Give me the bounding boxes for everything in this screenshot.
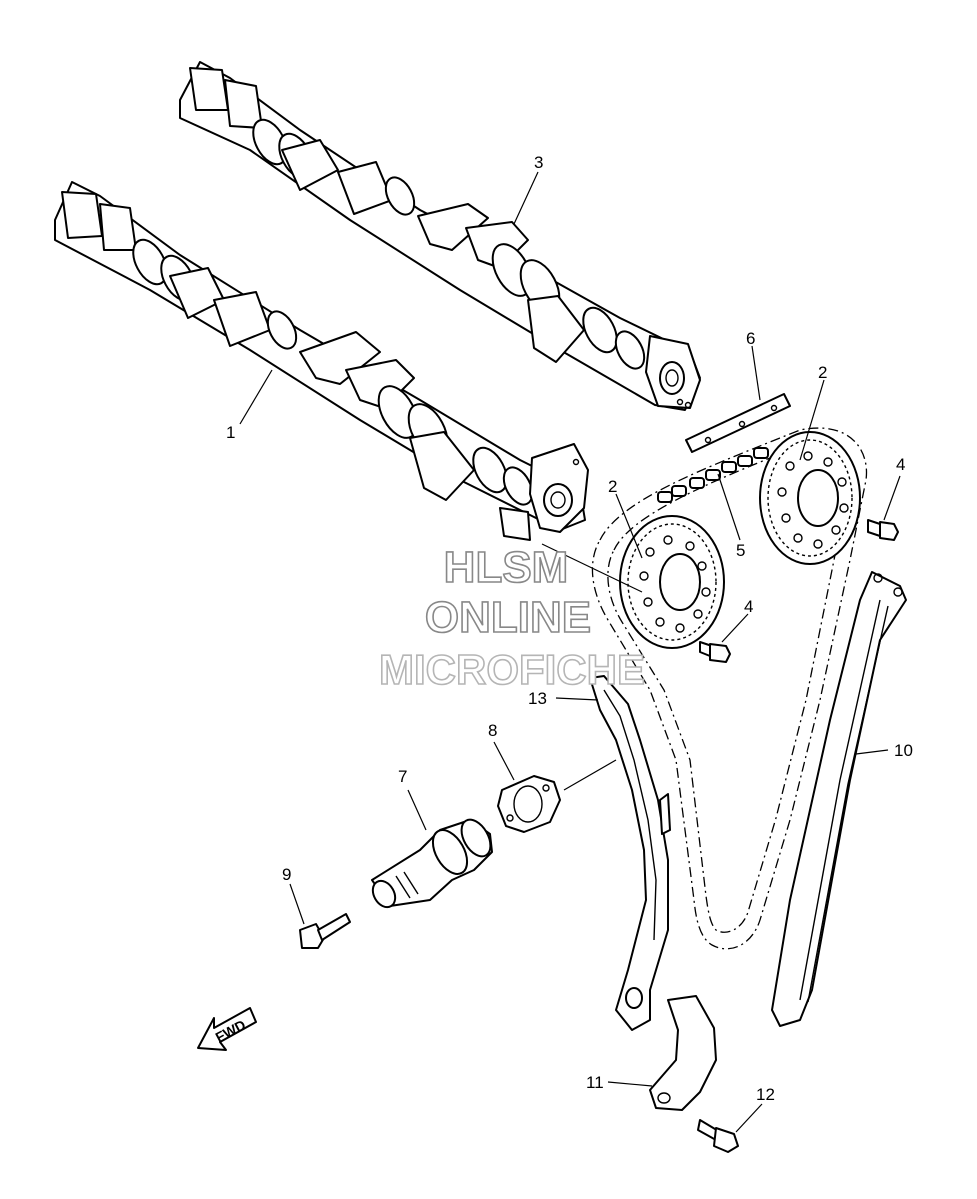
callout-2b: 2 — [608, 477, 617, 496]
tensioner-gasket — [497, 775, 561, 833]
watermark: HLSM ONLINE MICROFICHE — [378, 542, 646, 694]
chain-guide-top — [685, 393, 791, 453]
callout-7: 7 — [398, 767, 407, 786]
callout-11: 11 — [586, 1073, 604, 1092]
sprocket-bolt-right — [867, 519, 899, 541]
watermark-line1: HLSM — [444, 543, 569, 592]
callout-12: 12 — [756, 1085, 775, 1104]
chain-links-sample — [657, 447, 769, 503]
tensioner-bolt — [299, 913, 351, 949]
callout-10: 10 — [894, 741, 913, 760]
callout-9: 9 — [282, 865, 291, 884]
bracket-bolt — [697, 1119, 739, 1153]
tensioner-bracket — [649, 995, 717, 1111]
chain-tensioner-arm — [589, 675, 671, 1031]
callout-4a: 4 — [896, 455, 905, 474]
callout-1: 1 — [226, 423, 235, 442]
sprocket-bolt-left — [699, 641, 731, 663]
chain-guide-right — [771, 571, 907, 1027]
callout-4b: 4 — [744, 597, 753, 616]
callout-6: 6 — [746, 329, 755, 348]
callout-13: 13 — [528, 689, 547, 708]
cam-sprocket-left — [619, 515, 725, 649]
callout-5: 5 — [736, 541, 745, 560]
callout-8: 8 — [488, 721, 497, 740]
timing-chain — [591, 427, 868, 950]
watermark-line3: MICROFICHE — [379, 646, 645, 693]
callout-3: 3 — [534, 153, 543, 172]
watermark-line2: ONLINE — [425, 593, 591, 642]
camshaft-lower — [54, 181, 589, 541]
chain-tensioner — [371, 818, 493, 909]
leader-lines — [239, 171, 901, 1133]
callout-labels: 1 2 2 3 4 4 5 6 7 8 9 10 11 12 13 — [226, 153, 913, 1104]
callout-2a: 2 — [818, 363, 827, 382]
camshaft-upper — [179, 61, 701, 411]
cam-sprocket-right — [759, 431, 861, 565]
forward-arrow-icon: FWD — [197, 1007, 257, 1051]
